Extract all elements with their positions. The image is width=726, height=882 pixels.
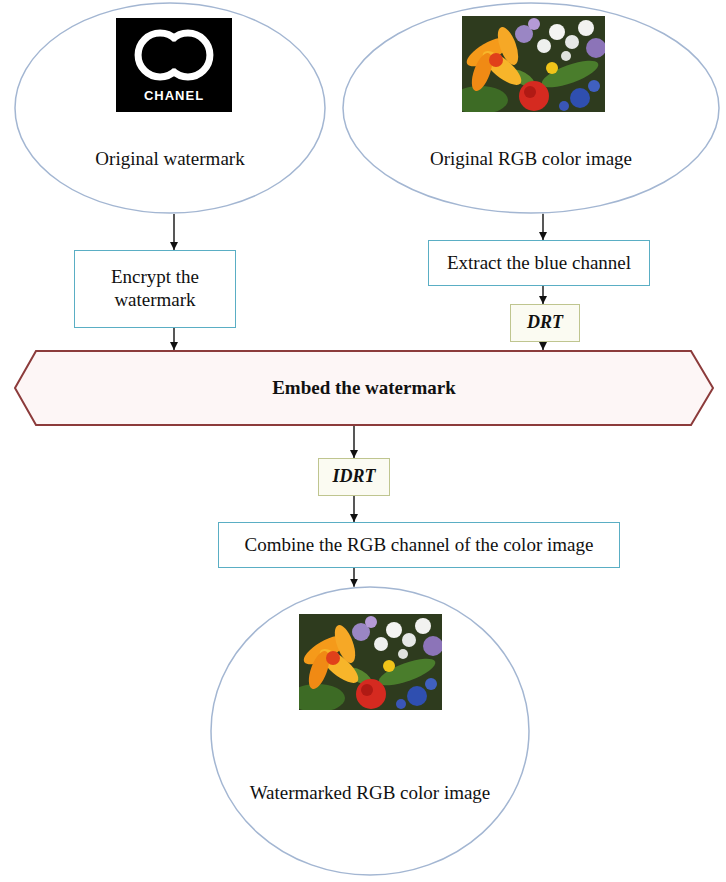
process-box: Extract the blue channel bbox=[428, 240, 650, 286]
node-text: IDRT bbox=[332, 466, 375, 488]
flow-arrow bbox=[542, 286, 543, 304]
embed-hexagon: Embed the watermark bbox=[14, 350, 714, 426]
flow-arrow bbox=[173, 214, 174, 250]
output-ellipse: Watermarked RGB color image bbox=[210, 586, 530, 876]
transform-box: DRT bbox=[510, 304, 580, 342]
logo-text: CHANEL bbox=[144, 88, 204, 103]
node-text: Combine the RGB channel of the color ima… bbox=[245, 534, 594, 557]
flow-arrow bbox=[353, 568, 354, 587]
flow-arrow bbox=[173, 328, 174, 350]
ellipse-outline bbox=[14, 2, 326, 214]
flow-arrow bbox=[542, 342, 543, 350]
input-ellipse: Original watermark bbox=[14, 2, 326, 214]
chanel-logo bbox=[116, 18, 232, 112]
process-box: Combine the RGB channel of the color ima… bbox=[218, 522, 620, 568]
ellipse-outline bbox=[210, 586, 530, 876]
node-text: Original watermark bbox=[95, 148, 244, 171]
node-text: Encrypt the watermark bbox=[84, 266, 226, 312]
ellipse-outline bbox=[342, 2, 720, 214]
flow-arrow bbox=[542, 214, 543, 240]
node-text: Embed the watermark bbox=[272, 377, 456, 400]
node-text: Original RGB color image bbox=[430, 148, 632, 171]
node-text: Extract the blue channel bbox=[447, 252, 631, 275]
transform-box: IDRT bbox=[318, 458, 390, 496]
input-ellipse: Original RGB color image bbox=[342, 2, 720, 214]
flower-photo bbox=[452, 16, 606, 114]
flow-arrow bbox=[353, 426, 354, 458]
node-text: Watermarked RGB color image bbox=[250, 782, 491, 805]
flow-arrow bbox=[353, 496, 354, 522]
flower-photo bbox=[289, 614, 443, 712]
process-box: Encrypt the watermark bbox=[74, 250, 236, 328]
node-text: DRT bbox=[527, 312, 563, 334]
